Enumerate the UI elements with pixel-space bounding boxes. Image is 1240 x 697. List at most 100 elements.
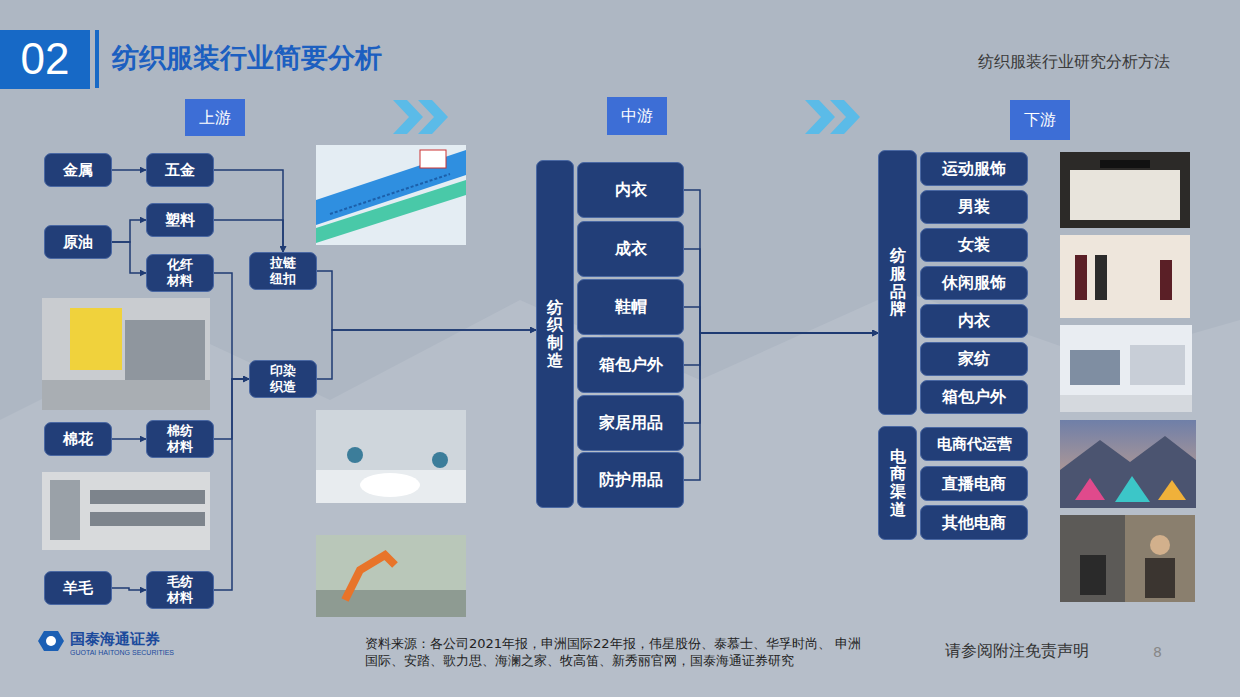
node-text: 五金 [165,161,195,179]
logo-text: 国泰海通证券 [70,630,160,649]
connector-arrow [317,271,536,330]
connector-arrow [214,273,249,379]
stage-label: 下游 [1010,100,1070,140]
connector-arrow [684,249,878,333]
logo-icon [38,631,64,651]
category-box: 鞋帽 [577,279,684,335]
category-box: 内衣 [577,162,684,218]
category-box: 箱包户外 [577,337,684,393]
photo [1060,420,1196,508]
node-text: 电商渠道 [890,448,906,518]
node-text: 毛纺 材料 [163,574,197,605]
node-text: 原油 [63,233,93,251]
category-box: 电商代运营 [920,427,1028,461]
stage-label: 中游 [607,97,667,135]
page-number: 8 [1153,644,1162,660]
chevron [393,100,448,134]
photo [1060,325,1192,412]
node-text: 羊毛 [63,579,93,597]
node-text: 棉花 [63,430,93,448]
header-bar [95,30,99,88]
disclaimer-note: 请参阅附注免责声明 [945,641,1089,662]
stage-label: 上游 [185,99,245,136]
node-text: 家纺 [958,349,990,368]
process-box: 五金 [146,153,214,187]
node-text: 箱包户外 [942,387,1006,406]
chevron [805,100,860,134]
node-text: 纺服品牌 [890,247,906,317]
node-text: 金属 [63,161,93,179]
node-text: 纺织制造 [547,299,563,369]
category-box: 其他电商 [920,505,1028,540]
process-box: 拉链 纽扣 [249,252,317,290]
photo [316,535,466,617]
connector-arrow [684,333,878,480]
photo [1060,235,1190,318]
category-box: 女装 [920,228,1028,262]
node-text: 鞋帽 [615,297,647,316]
node-text: 电商代运营 [937,435,1012,453]
photo [1060,152,1190,228]
process-box: 棉花 [44,422,112,456]
photo [1060,515,1195,602]
category-box: 箱包户外 [920,380,1028,414]
node-text: 中游 [621,106,653,125]
category-box: 家纺 [920,342,1028,376]
photo [42,472,210,550]
photo [42,298,210,410]
node-text: 下游 [1024,110,1056,129]
category-box: 直播电商 [920,466,1028,501]
node-text: 箱包户外 [599,355,663,374]
connector-arrow [684,190,878,333]
slide-title: 纺织服装行业简要分析 [112,40,382,76]
category-box: 防护用品 [577,452,684,508]
category-box: 成衣 [577,221,684,277]
node-text: 成衣 [615,239,647,258]
category-box: 运动服饰 [920,152,1028,186]
group-box: 电商渠道 [878,426,917,540]
connector-arrow [684,333,878,423]
node-text: 化纤 材料 [163,257,197,288]
photo [316,410,466,503]
process-box: 毛纺 材料 [146,571,214,609]
node-text: 棉纺 材料 [163,423,197,454]
connector-arrow [112,242,146,273]
section-number: 02 [0,30,90,89]
node-text: 其他电商 [942,513,1006,532]
process-box: 羊毛 [44,571,112,605]
photo [316,145,466,245]
node-text: 内衣 [615,180,647,199]
node-text: 直播电商 [942,474,1006,493]
group-box: 纺织制造 [536,160,574,508]
source-note: 资料来源：各公司2021年报，申洲国际22年报，伟星股份、泰慕士、华孚时尚、 申… [365,636,870,670]
process-box: 原油 [44,225,112,259]
node-text: 男装 [958,197,990,216]
node-text: 印染 织造 [266,363,300,394]
connector-arrow [317,330,536,379]
connector-arrow [112,220,146,242]
category-box: 男装 [920,190,1028,224]
background-mountain [0,290,1240,697]
category-box: 内衣 [920,304,1028,338]
process-box: 化纤 材料 [146,254,214,292]
node-text: 运动服饰 [942,159,1006,178]
node-text: 休闲服饰 [942,273,1006,292]
header-note: 纺织服装行业研究分析方法 [978,52,1170,73]
node-text: 拉链 纽扣 [266,255,300,286]
process-box: 棉纺 材料 [146,420,214,458]
category-box: 家居用品 [577,395,684,451]
category-box: 休闲服饰 [920,266,1028,300]
process-box: 印染 织造 [249,360,317,398]
process-box: 塑料 [146,203,214,237]
connector-arrow [112,169,146,171]
process-box: 金属 [44,153,112,187]
connector-arrow [112,438,146,440]
node-text: 02 [21,33,70,86]
connector-arrow [684,307,878,333]
node-text: 女装 [958,235,990,254]
node-text: 防护用品 [599,470,663,489]
connector-arrow [214,220,283,252]
connector-arrow [214,379,249,590]
connector-arrow [112,588,146,590]
node-text: 内衣 [958,311,990,330]
